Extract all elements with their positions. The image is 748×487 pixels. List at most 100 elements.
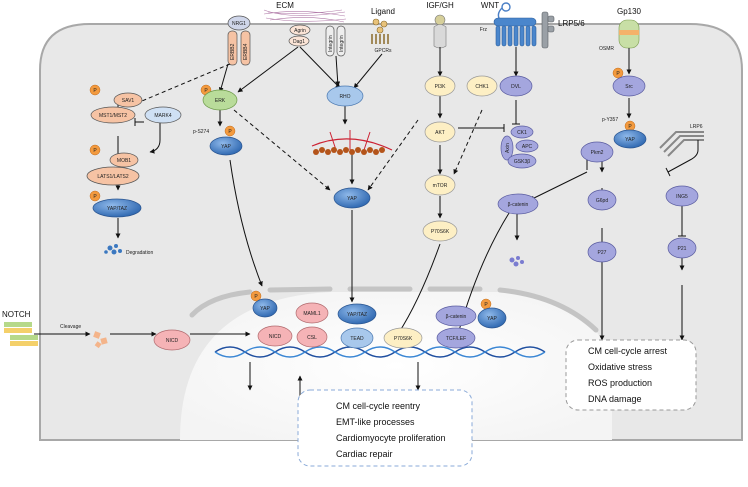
lrp6-receptor xyxy=(659,131,704,157)
degradation-icon xyxy=(104,244,122,255)
p-y357-label: p-Y357 xyxy=(602,117,618,123)
wnt-label: WNT xyxy=(481,1,499,10)
igf-label: IGF/GH xyxy=(426,1,454,10)
nucleus xyxy=(180,292,612,440)
dvl-label: DVL xyxy=(511,84,521,90)
erk-label: ERK xyxy=(215,98,226,104)
tcflef-label: TCF/LEF xyxy=(446,336,466,342)
yap-src-node xyxy=(613,129,647,149)
integrin-2-label: Integrin xyxy=(339,35,345,52)
yap-nuc1-label: YAP xyxy=(260,306,270,312)
outcome-right-item: ROS production xyxy=(588,378,653,388)
sav1-label: SAV1 xyxy=(122,98,135,104)
ck1-node xyxy=(510,125,534,139)
src-label: Src xyxy=(625,84,633,90)
yaptaz-left-node xyxy=(92,198,142,218)
gsk3b-node xyxy=(507,153,537,169)
agrin-node xyxy=(289,24,311,36)
p27-node xyxy=(587,241,617,263)
p70s6k-nuc-label: P70S6K xyxy=(394,336,413,342)
mtor-node xyxy=(424,174,456,196)
p70s6k-label: P70S6K xyxy=(431,229,450,235)
frizzled-receptor xyxy=(493,17,537,47)
nicd-cyto-node xyxy=(153,329,191,351)
yap-nuc2-label: YAP xyxy=(487,316,497,322)
ck1-label: CK1 xyxy=(517,130,527,136)
yap-mid-label: YAP xyxy=(347,196,357,202)
erk-node xyxy=(202,89,238,111)
nicd-label: NICD xyxy=(269,334,282,340)
dna-helix xyxy=(214,346,546,358)
integrin-1 xyxy=(325,25,335,57)
svg-text:P: P xyxy=(254,294,258,300)
nicd-cyto-label: NICD xyxy=(166,338,179,344)
p27-label: P27 xyxy=(598,250,607,256)
csl-label: CSL xyxy=(307,335,317,341)
mtor-label: mTOR xyxy=(433,183,448,189)
ing5-node xyxy=(665,185,699,207)
agrin-label: Agrin xyxy=(294,28,306,34)
yaptaz-left-label: YAP/TAZ xyxy=(107,206,127,212)
pkm2-node xyxy=(580,141,614,163)
yap-erk-node xyxy=(209,136,243,156)
outcome-right-item: CM cell-cycle arrest xyxy=(588,346,668,356)
apc-node xyxy=(515,139,539,153)
mst-node xyxy=(90,106,136,124)
rho-label: RHO xyxy=(339,94,350,100)
integrin-2 xyxy=(336,25,346,57)
akt-label: AKT xyxy=(435,130,445,136)
svg-text:P: P xyxy=(228,129,232,135)
axin-label: Axin xyxy=(505,143,511,153)
gpcr-icon xyxy=(371,18,389,44)
inhibitor-lines xyxy=(134,100,699,244)
maml1-label: MAML1 xyxy=(303,311,320,317)
outcome-box-left xyxy=(297,389,473,467)
svg-text:P: P xyxy=(628,124,632,130)
bcatenin-nuc-node xyxy=(435,305,477,327)
yap-mid-node xyxy=(333,187,371,209)
p70s6k-nuc-node xyxy=(383,327,423,349)
mark4-node xyxy=(144,106,182,124)
chk1-label: CHK1 xyxy=(475,84,489,90)
ecm-label: ECM xyxy=(276,1,294,10)
actin-icon xyxy=(311,130,393,155)
outcomes-right-list: CM cell-cycle arrest Oxidative stress RO… xyxy=(588,343,667,407)
yaptaz-nuc-label: YAP/TAZ xyxy=(347,312,367,318)
outcome-box-right xyxy=(565,339,697,411)
yap-erk-label: YAP xyxy=(221,144,231,150)
tead-node xyxy=(340,327,374,349)
p21-label: P21 xyxy=(678,246,687,252)
integrin-1-label: Integrin xyxy=(328,35,334,52)
svg-text:P: P xyxy=(93,148,97,154)
lats-label: LATS1/LATS2 xyxy=(97,174,128,180)
mark4-label: MARK4 xyxy=(154,113,171,119)
maml1-node xyxy=(295,302,329,324)
outcome-right-item: Oxidative stress xyxy=(588,362,653,372)
nrg1-ligand xyxy=(227,15,251,31)
yap-src-label: YAP xyxy=(625,137,635,143)
svg-text:P: P xyxy=(93,194,97,200)
dag1-label: Dag1 xyxy=(293,39,305,45)
nicd-node xyxy=(257,325,293,347)
tead-label: TEAD xyxy=(350,336,364,342)
g6pd-label: G6pd xyxy=(596,198,608,204)
outcome-left-item: Cardiac repair xyxy=(336,449,393,459)
notch-receptor-icon xyxy=(4,322,38,346)
lrp56-receptor xyxy=(541,11,555,49)
gpcrs-label: GPCRs xyxy=(375,48,392,54)
apc-label: APC xyxy=(522,144,533,150)
csl-node xyxy=(296,326,328,348)
dag1-node xyxy=(288,35,310,47)
osmr-label: OSMR xyxy=(599,46,614,52)
gsk3b-label: GSK3β xyxy=(514,159,530,165)
mst-label: MST1/MST2 xyxy=(99,113,127,119)
outcomes-left-list: CM cell-cycle reentry EMT-like processes… xyxy=(336,398,446,462)
pi3k-node xyxy=(424,75,456,97)
outcome-left-item: Cardiomyocyte proliferation xyxy=(336,433,446,443)
erbb2-label: ERBB2 xyxy=(230,43,236,60)
rho-node xyxy=(326,85,364,107)
outcome-left-item: EMT-like processes xyxy=(336,417,415,427)
erbb4-label: ERBB4 xyxy=(243,43,249,60)
chk1-node xyxy=(466,75,498,97)
